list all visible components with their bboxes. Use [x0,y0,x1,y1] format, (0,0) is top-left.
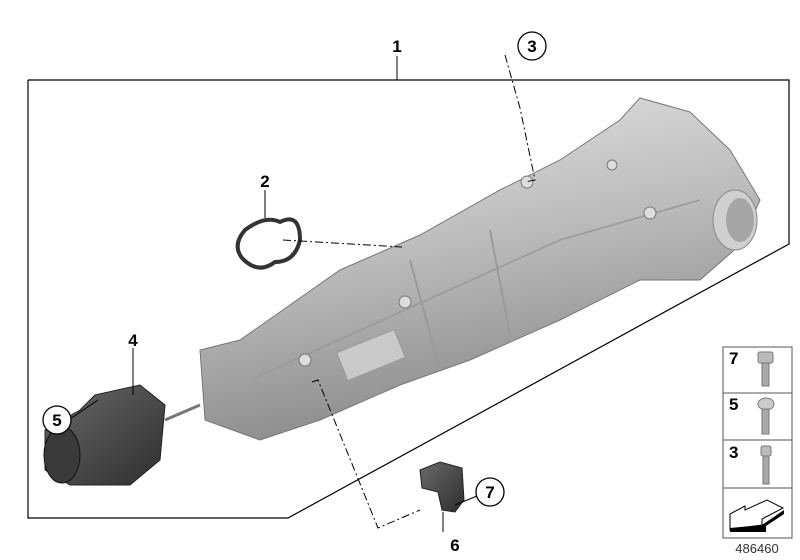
callout-6: 6 [450,536,459,555]
callout-3: 3 [527,37,536,56]
hex-bolt-icon [757,351,774,387]
callout-5-circle [42,405,72,435]
legend-label-5: 5 [729,395,738,414]
direction-arrow-icon [729,499,785,532]
callout-5: 5 [52,411,61,430]
callout-7: 7 [485,483,494,502]
leader-lines [69,54,536,532]
legend-label-7: 7 [729,349,738,368]
legend-label-3: 3 [729,443,738,462]
callout-2: 2 [260,172,269,191]
callout-1: 1 [392,37,401,56]
sensor-part[interactable] [419,461,465,513]
fastener-legend: 7 5 3 [722,346,793,539]
assembly-frame [27,79,790,519]
callout-3-circle [517,31,547,61]
diagram-number: 486460 [735,541,778,556]
actuator-part[interactable] [43,384,201,486]
callout-4: 4 [128,331,138,350]
round-head-screw-icon [757,397,775,435]
egr-cooler-part[interactable] [199,97,761,441]
flange-bolt-icon [760,445,772,485]
callout-7-circle [475,477,505,507]
gasket-part[interactable] [235,217,303,270]
